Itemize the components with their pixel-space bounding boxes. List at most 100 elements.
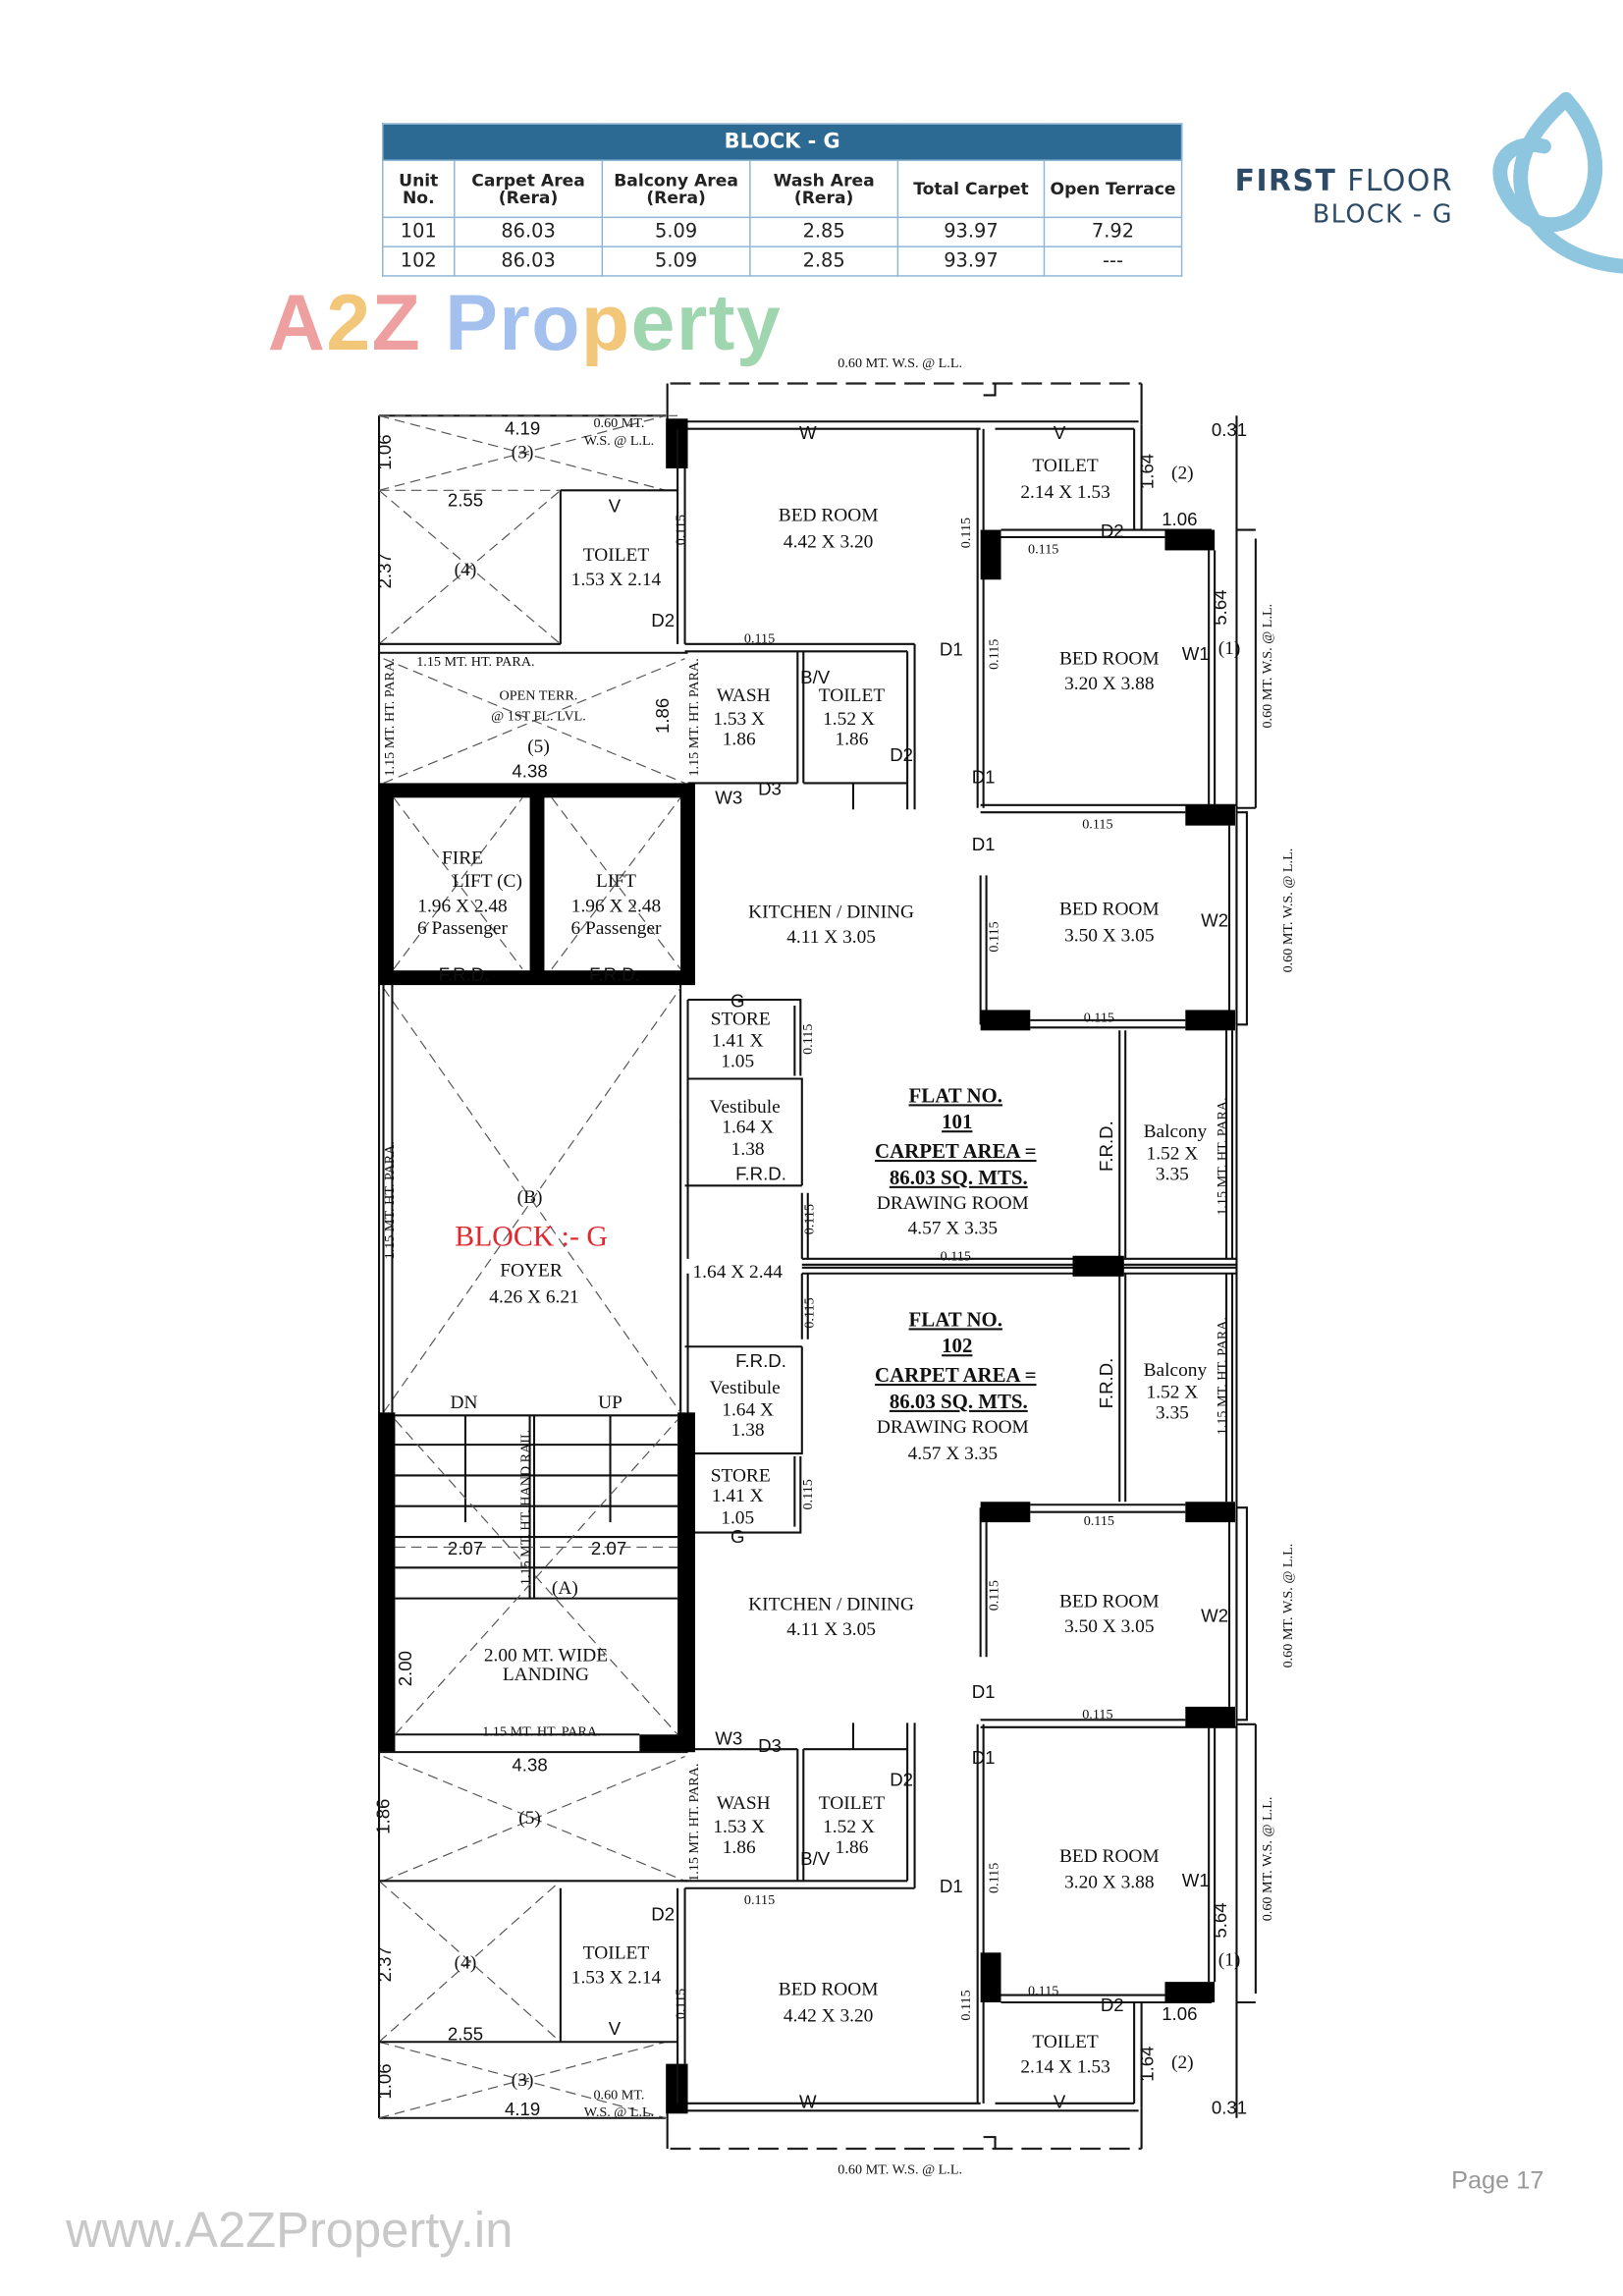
cell: ---: [1043, 246, 1183, 277]
plan-label: 0.60 MT. W.S. @ L.L.: [838, 2161, 962, 2177]
plan-label: 0.115: [802, 1297, 818, 1328]
plan-label: 1.06: [1162, 509, 1197, 529]
plan-label: 0.60 MT. W.S. @ L.L.: [1260, 1797, 1275, 1922]
plan-label: 3.50 X 3.05: [1064, 925, 1154, 946]
plan-label: Balcony: [1144, 1121, 1208, 1142]
plan-label: 1.86: [836, 730, 869, 750]
plan-label: 4.38: [512, 760, 547, 781]
plan-label: 1.15 MT. HT. PARA.: [686, 1764, 702, 1882]
plan-label: TOILET: [583, 1942, 650, 1963]
plan-label: G: [730, 990, 744, 1011]
plan-label: 1.86: [652, 698, 673, 734]
plan-label: V: [1054, 2091, 1066, 2111]
plan-label: G: [730, 1526, 744, 1547]
page-number: Page 17: [1451, 2165, 1544, 2195]
plan-label: 3.20 X 3.88: [1064, 674, 1154, 694]
plan-label: 0.115: [987, 1863, 1002, 1893]
plan-label: D2: [890, 1769, 913, 1789]
plan-label: (5): [527, 737, 550, 757]
plan-label: LIFT: [596, 871, 636, 892]
plan-labels: 0.60 MT. W.S. @ L.L. 4.19 (3) 1.06 0.60 MT. W…: [372, 355, 1296, 2177]
plan-label: 1.38: [731, 1139, 765, 1160]
plan-label: (1): [1218, 1950, 1241, 1971]
plan-label: 2.14 X 1.53: [1020, 2057, 1109, 2078]
plan-label: V: [609, 2018, 622, 2039]
plan-label: LANDING: [503, 1665, 589, 1685]
plan-label: 0.60 MT.: [593, 415, 644, 431]
block-heading: BLOCK - G: [1312, 200, 1454, 231]
plan-label: 4.19: [505, 418, 540, 439]
plan-label: W3: [715, 787, 742, 807]
plan-label: 1.15 MT. HT. PARA.: [416, 654, 534, 670]
plan-label: 1.52 X: [823, 709, 875, 730]
plan-label: 0.60 MT.: [593, 2087, 644, 2103]
cell: 93.97: [896, 246, 1046, 277]
plan-label: BED ROOM: [779, 506, 879, 526]
cell: 86.03: [454, 216, 604, 247]
plan-label: WASH: [717, 1793, 771, 1814]
plan-label: (3): [512, 443, 534, 464]
cell: 5.09: [601, 246, 751, 277]
plan-label: 4.57 X 3.35: [908, 1444, 998, 1464]
plan-label: D1: [940, 1876, 963, 1896]
plan-label: 4.11 X 3.05: [786, 1619, 876, 1640]
plan-label: CARPET AREA =: [875, 1363, 1037, 1387]
plan-label: TOILET: [819, 685, 886, 706]
plan-label: (1): [1218, 638, 1241, 659]
plan-label: 102: [942, 1334, 972, 1357]
plan-label: STORE: [711, 1009, 771, 1029]
plan-label: 0.115: [744, 1892, 775, 1908]
plan-label: B/V: [800, 1848, 831, 1869]
plan-label: W2: [1201, 1605, 1228, 1625]
plan-label: D1: [972, 1681, 996, 1702]
cell: 101: [382, 216, 456, 247]
plan-label: Vestibule: [710, 1097, 781, 1118]
plan-label: W.S. @ L.L.: [584, 2105, 654, 2120]
plan-label: 2.14 X 1.53: [1020, 482, 1109, 503]
col-terrace: Open Terrace: [1043, 159, 1183, 219]
plan-label: (4): [455, 1953, 477, 1974]
plan-label: 0.115: [987, 639, 1002, 670]
floor-heading: FIRST FLOOR: [1234, 162, 1454, 198]
plan-label: 0.31: [1212, 419, 1247, 440]
plan-label: 0.60 MT. W.S. @ L.L.: [838, 355, 962, 371]
plan-label: 1.15 MT. HT. PARA.: [686, 658, 702, 776]
plan-label: 0.115: [958, 518, 974, 548]
plan-label: W: [799, 422, 817, 443]
plan-label: BED ROOM: [1059, 900, 1160, 920]
plan-label: FLAT NO.: [909, 1307, 1002, 1331]
plan-label: D1: [972, 766, 996, 787]
plan-label: W2: [1201, 909, 1228, 930]
plan-label: FLAT NO.: [909, 1083, 1002, 1107]
plan-label: 1.15 MT. HT. HAND RAIL: [518, 1430, 534, 1585]
plan-label: 4.42 X 3.20: [784, 2005, 873, 2026]
plan-label: D2: [1101, 1995, 1124, 2015]
plan-label: 1.41 X: [712, 1031, 764, 1052]
plan-label: 1.64 X 2.44: [693, 1262, 784, 1283]
plan-label: KITCHEN / DINING: [748, 902, 914, 923]
plan-label: (3): [512, 2070, 534, 2091]
plan-label: 2.37: [374, 553, 395, 588]
plan-label: 0.115: [987, 1580, 1002, 1611]
left-column: [377, 414, 1238, 2119]
plan-label: 1.64: [1137, 454, 1158, 489]
plan-label: BLOCK :- G: [455, 1220, 608, 1252]
plan-label: 0.115: [802, 1204, 818, 1234]
plan-label: F.R.D.: [589, 964, 640, 985]
plan-label: D2: [651, 610, 675, 630]
plan-label: F.R.D.: [735, 1163, 786, 1183]
plan-label: 2.00: [395, 1651, 415, 1686]
plan-label: 1.52 X: [823, 1817, 875, 1837]
plan-label: 0.115: [674, 515, 689, 545]
plan-label: WASH: [717, 685, 771, 706]
plan-label: 1.15 MT. HT. PARA.: [1215, 1317, 1230, 1435]
plan-label: 1.05: [721, 1052, 754, 1072]
plan-label: (4): [455, 560, 477, 580]
plan-label: 0.115: [1082, 1707, 1112, 1722]
plan-label: TOILET: [819, 1793, 886, 1814]
plan-label: TOILET: [1032, 456, 1099, 476]
plan-label: 1.53 X 2.14: [571, 1968, 662, 1989]
